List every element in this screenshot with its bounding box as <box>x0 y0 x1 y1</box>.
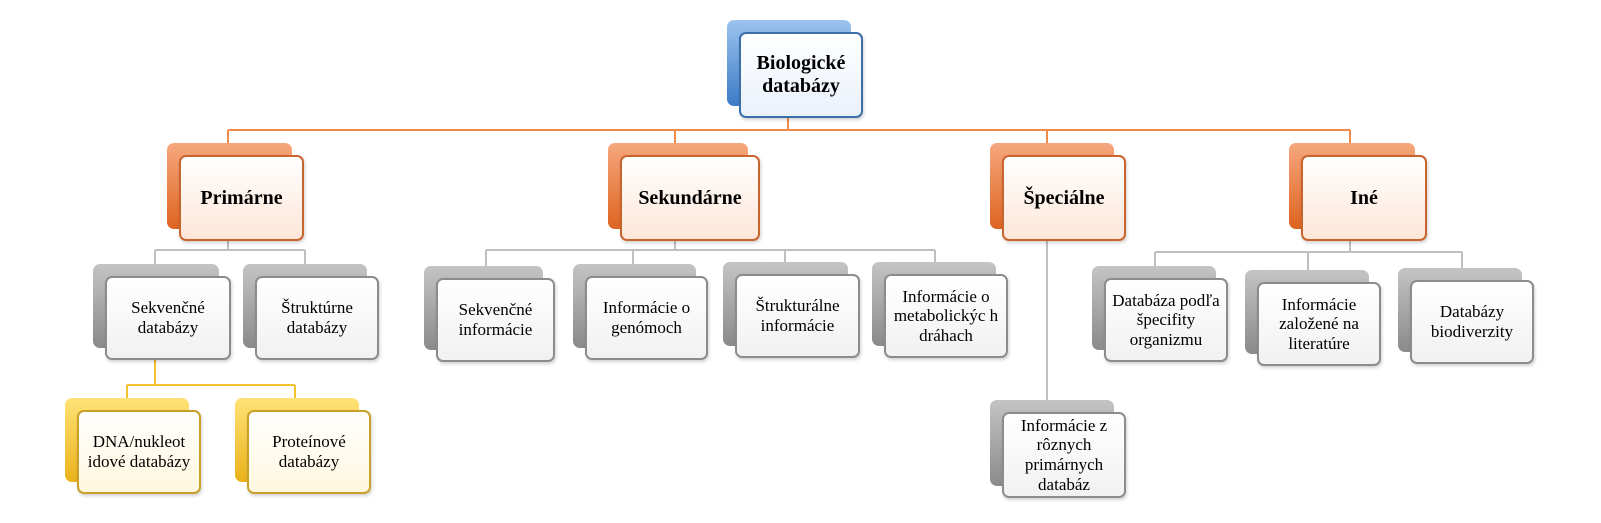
node-strukturne-databazy: Štruktúrne databázy <box>243 264 379 360</box>
category-label: Špeciálne <box>1002 155 1126 241</box>
category-primarne: Primárne <box>167 143 304 241</box>
node-rozne-primarne-databazy: Informácie z rôznych primárnych databáz <box>990 400 1126 498</box>
node-informacie-o-genomoch: Informácie o genómoch <box>573 264 708 360</box>
root-connectors <box>227 118 1351 143</box>
node-label: Proteínové databázy <box>247 410 371 494</box>
root-label: Biologické databázy <box>739 32 863 118</box>
node-dna-databazy: DNA/nukleot idové databázy <box>65 398 201 494</box>
category-specialne: Špeciálne <box>990 143 1126 241</box>
node-label: Informácie o genómoch <box>585 276 708 360</box>
category-label: Primárne <box>179 155 304 241</box>
category-label: Iné <box>1301 155 1427 241</box>
node-label: Databáza podľa špecifity organizmu <box>1104 278 1228 362</box>
node-databaza-specifity-organizmu: Databáza podľa špecifity organizmu <box>1092 266 1228 362</box>
category-label: Sekundárne <box>620 155 760 241</box>
node-label: Sekvenčné databázy <box>105 276 231 360</box>
node-sekvencne-informacie: Sekvenčné informácie <box>424 266 555 362</box>
node-label: Informácie z rôznych primárnych databáz <box>1002 412 1126 498</box>
node-metabolicke-drahy: Informácie o metabolickýc h dráhach <box>872 262 1008 358</box>
category-ine: Iné <box>1289 143 1427 241</box>
node-label: DNA/nukleot idové databázy <box>77 410 201 494</box>
node-proteinove-databazy: Proteínové databázy <box>235 398 371 494</box>
node-informacie-literatura: Informácie založené na literatúre <box>1245 270 1381 366</box>
category-connectors <box>154 241 1463 400</box>
category-sekundarne: Sekundárne <box>608 143 760 241</box>
node-strukturalne-informacie: Štrukturálne informácie <box>723 262 860 358</box>
node-databazy-biodiverzity: Databázy biodiverzity <box>1398 268 1534 364</box>
node-label: Štruktúrne databázy <box>255 276 379 360</box>
node-label: Databázy biodiverzity <box>1410 280 1534 364</box>
node-label: Informácie o metabolickýc h dráhach <box>884 274 1008 358</box>
node-sekvencne-databazy: Sekvenčné databázy <box>93 264 231 360</box>
root-node: Biologické databázy <box>727 20 863 118</box>
node-label: Sekvenčné informácie <box>436 278 555 362</box>
leaf-connectors <box>126 360 296 398</box>
node-label: Informácie založené na literatúre <box>1257 282 1381 366</box>
node-label: Štrukturálne informácie <box>735 274 860 358</box>
